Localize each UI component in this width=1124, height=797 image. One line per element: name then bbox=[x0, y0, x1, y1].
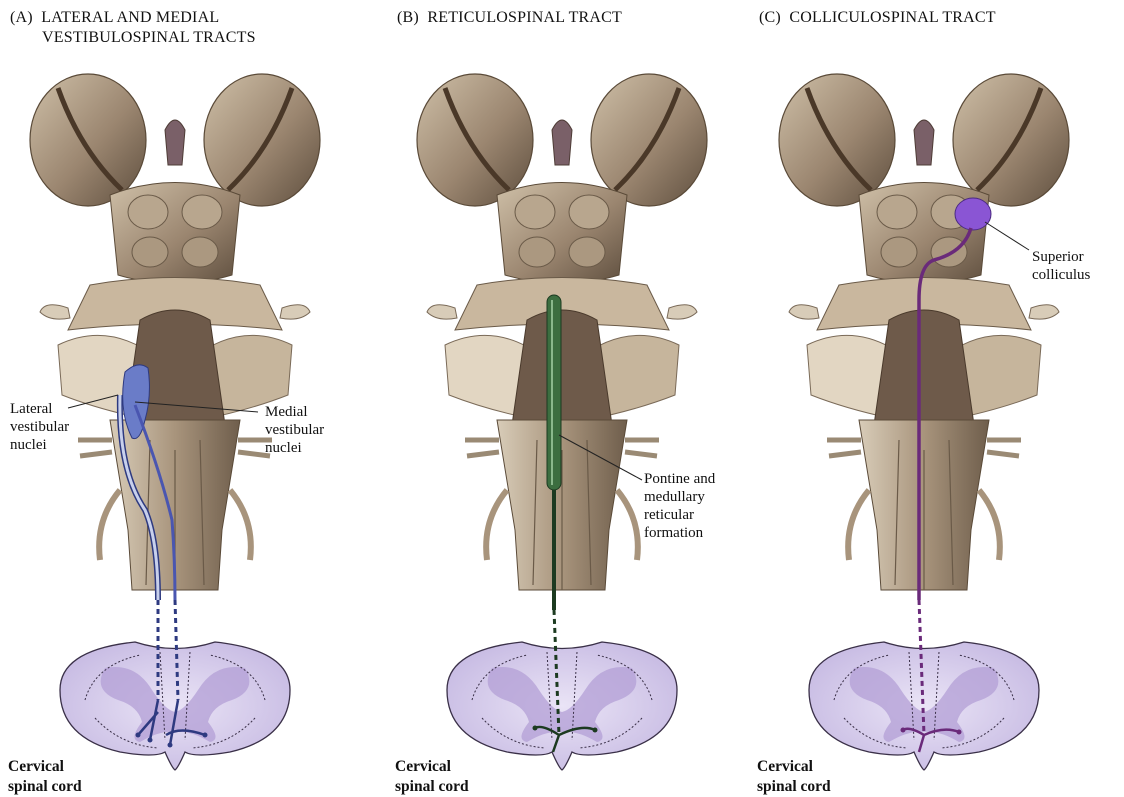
panel-b-cord-label: Cervical spinal cord bbox=[395, 757, 469, 797]
panel-a-cord-label: Cervical spinal cord bbox=[8, 757, 82, 797]
panel-b-illustration bbox=[387, 0, 762, 795]
panel-c-cord-label: Cervical spinal cord bbox=[757, 757, 831, 797]
panel-c-illustration bbox=[749, 0, 1124, 795]
panel-a-illustration bbox=[0, 0, 375, 795]
reticular-formation-column bbox=[547, 295, 561, 490]
medial-vestibular-nuclei-label: Medial vestibular nuclei bbox=[265, 403, 324, 457]
lateral-vestibular-nuclei-label: Lateral vestibular nuclei bbox=[10, 400, 69, 454]
panel-c: (C) COLLICULOSPINAL TRACT Superior colli… bbox=[749, 0, 1124, 795]
superior-colliculus-label: Superior colliculus bbox=[1032, 248, 1090, 284]
panel-c-title: (C) COLLICULOSPINAL TRACT bbox=[759, 8, 996, 28]
reticular-formation-label: Pontine and medullary reticular formatio… bbox=[644, 470, 715, 542]
panel-b: (B) RETICULOSPINAL TRACT Pontine and med… bbox=[387, 0, 762, 795]
panel-b-title: (B) RETICULOSPINAL TRACT bbox=[397, 8, 622, 28]
superior-colliculus-highlight bbox=[955, 198, 991, 230]
